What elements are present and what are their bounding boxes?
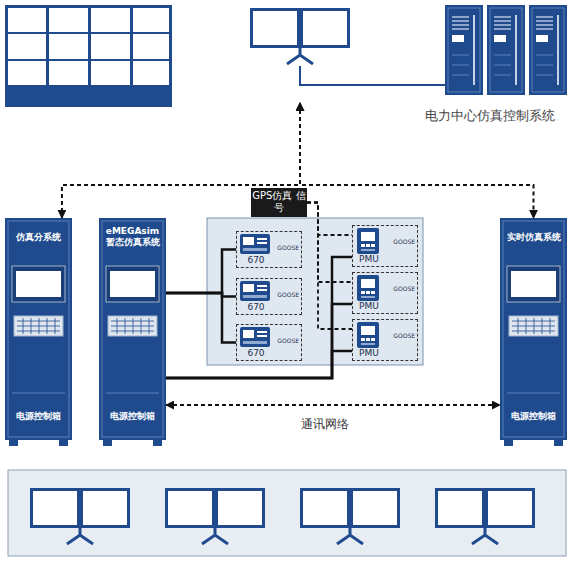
signal-wire: [166, 257, 352, 378]
control-monitor: [252, 10, 349, 65]
video-wall-cell: [91, 34, 130, 59]
goose-label: GOOSE: [393, 285, 415, 292]
cabinet: 实时仿真系统电源控制箱: [500, 218, 567, 440]
goose-label: GOOSE: [393, 238, 415, 245]
dotted-link: [307, 203, 352, 330]
relay-device-icon: [240, 327, 270, 347]
relay-device: 670 GOOSE: [236, 278, 302, 315]
gps-box: GPS仿真 信号: [251, 188, 307, 217]
monitor-bank: [8, 470, 566, 556]
device-name: PMU: [354, 254, 384, 265]
operator-monitor: [437, 490, 534, 545]
relay-device: 670 GOOSE: [236, 324, 302, 361]
cabinet-body: [5, 218, 72, 446]
device-name: PMU: [354, 348, 384, 359]
video-wall-cell: [133, 8, 169, 32]
pmu-device: PMU GOOSE: [352, 225, 418, 267]
cabinet-footer: 电源控制箱: [101, 411, 164, 422]
video-wall-frame: [5, 5, 172, 107]
goose-label: GOOSE: [277, 337, 299, 344]
server-cabinet: [445, 5, 483, 95]
server-cabinet: [487, 5, 525, 95]
video-wall-cell: [8, 61, 46, 85]
cabinet: eMEGAsim 暂态仿真系统电源控制箱: [99, 218, 166, 440]
goose-label: GOOSE: [277, 244, 299, 251]
cabinet-title: 仿真分系统: [7, 232, 70, 243]
goose-label: GOOSE: [393, 332, 415, 339]
pmu-device: PMU GOOSE: [352, 272, 418, 314]
cabinet-body: [99, 218, 166, 446]
operator-monitor: [167, 490, 264, 545]
cabinet-body: [500, 218, 567, 446]
system-label: 电力中心仿真控制系统: [425, 108, 555, 124]
device-panel: [207, 218, 423, 365]
relay-device-icon: [240, 234, 270, 254]
signal-wire: [166, 250, 236, 294]
video-wall-cell: [8, 34, 46, 59]
pmu-device-icon: [357, 228, 379, 254]
device-name: 670: [239, 255, 273, 266]
operator-monitor: [302, 490, 399, 545]
cabinet-footer: 电源控制箱: [502, 411, 565, 422]
video-wall-cell: [49, 8, 88, 32]
edge-label: 通讯网络: [299, 417, 351, 431]
signal-wire: [166, 293, 236, 343]
control-center: 电力中心仿真控制系统: [250, 3, 570, 103]
video-wall-cell: [49, 61, 88, 85]
relay-device: 670 GOOSE: [236, 231, 302, 268]
monitor-server-wire: [300, 66, 445, 85]
device-name: 670: [239, 302, 273, 313]
video-wall: [5, 5, 172, 107]
device-name: PMU: [354, 301, 384, 312]
cabinet-title: eMEGAsim 暂态仿真系统: [101, 226, 164, 248]
device-name: 670: [239, 348, 273, 359]
video-wall-cell: [133, 34, 169, 59]
dotted-link: [307, 203, 352, 236]
cabinet-footer: 电源控制箱: [7, 411, 70, 422]
video-wall-cell: [91, 61, 130, 85]
pmu-device-icon: [357, 275, 379, 301]
video-wall-cell: [91, 8, 130, 32]
operator-monitor: [32, 490, 129, 545]
video-wall-cell: [133, 61, 169, 85]
dotted-link: [307, 203, 352, 283]
cabinet: 仿真分系统电源控制箱: [5, 218, 72, 440]
goose-label: GOOSE: [277, 291, 299, 298]
video-wall-cell: [49, 34, 88, 59]
pmu-device-icon: [357, 322, 379, 348]
server-cabinet: [529, 5, 567, 95]
relay-device-icon: [240, 281, 270, 301]
video-wall-cell: [8, 8, 46, 32]
gps-label: GPS仿真 信号: [252, 190, 306, 214]
dotted-link: [166, 404, 500, 406]
pmu-device: PMU GOOSE: [352, 319, 418, 361]
signal-wire: [166, 304, 352, 378]
cabinet-title: 实时仿真系统: [502, 232, 565, 243]
